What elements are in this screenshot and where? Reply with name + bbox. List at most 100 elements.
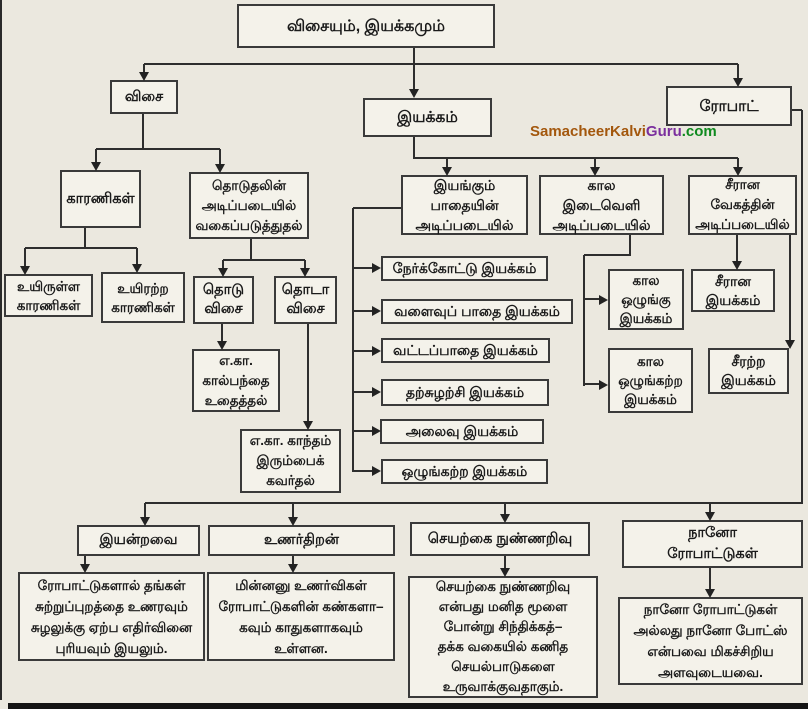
connector-line	[84, 556, 86, 565]
arrow-down-icon	[140, 517, 150, 526]
arrow-down-icon	[80, 564, 90, 573]
node-root-title: விசையும், இயக்கமும்	[237, 4, 495, 48]
watermark-part-2: Guru	[645, 123, 682, 140]
arrow-right-icon	[372, 346, 381, 356]
watermark-part-1: SamacheerKalvi	[530, 123, 646, 140]
node-random-motion: ஒழுங்கற்ற இயக்கம்	[381, 459, 548, 484]
connector-line	[504, 556, 506, 569]
connector-line	[352, 208, 354, 472]
arrow-right-icon	[599, 295, 608, 305]
connector-line	[353, 310, 374, 312]
connector-line	[594, 158, 596, 168]
connector-line	[584, 254, 630, 256]
connector-line	[144, 503, 146, 518]
connector-line	[504, 503, 506, 515]
connector-line	[304, 260, 306, 269]
connector-line	[353, 267, 374, 269]
connector-line	[353, 430, 374, 432]
connector-line	[353, 350, 374, 352]
arrow-down-icon	[733, 78, 743, 87]
node-rotational-motion: தற்சுழற்சி இயக்கம்	[381, 379, 549, 406]
node-sensitivity: உணர்திறன்	[208, 525, 395, 556]
connector-line	[789, 235, 791, 341]
node-nonperiodic-motion: கால ஒழுங்கற்ற இயக்கம்	[608, 348, 693, 413]
node-nano-robots: நானோ ரோபாட்டுகள்	[622, 520, 803, 568]
connector-line	[353, 470, 374, 472]
scan-edge-bottom	[8, 703, 808, 709]
connector-line	[413, 64, 415, 90]
desc-nano-robots: நானோ ரோபாட்டுகள் அல்லது நானோ போட்ஸ் என்ப…	[618, 597, 803, 685]
scan-edge-left	[0, 0, 2, 700]
node-uniform-speed-basis: சீரான வேகத்தின் அடிப்படையில்	[688, 175, 797, 235]
node-living-factors: உயிருள்ள காரணிகள்	[4, 274, 93, 317]
arrow-right-icon	[372, 426, 381, 436]
connector-line	[801, 110, 803, 504]
desc-artificial-intelligence: செயற்கை நுண்ணறிவு என்பது மனித மூளை போன்ற…	[408, 576, 598, 698]
desc-capabilities: ரோபாட்டுகளால் தங்கள் சுற்றுப்புறத்தை உணர…	[18, 572, 205, 661]
connector-line	[223, 259, 305, 261]
arrow-down-icon	[288, 564, 298, 573]
arrow-right-icon	[372, 306, 381, 316]
node-capabilities: இயன்றவை	[77, 525, 200, 556]
node-oscillatory-motion: அலைவு இயக்கம்	[380, 419, 544, 444]
arrow-down-icon	[785, 340, 795, 349]
connector-line	[292, 556, 294, 565]
connector-line	[222, 260, 224, 269]
arrow-down-icon	[91, 162, 101, 171]
connector-line	[584, 298, 601, 300]
node-linear-motion: நேர்க்கோட்டு இயக்கம்	[381, 256, 548, 281]
arrow-right-icon	[372, 263, 381, 273]
connector-line	[413, 48, 415, 64]
connector-line	[353, 391, 374, 393]
arrow-down-icon	[218, 268, 228, 277]
node-robot: ரோபாட்	[666, 86, 792, 126]
node-circular-motion: வட்டப்பாதை இயக்கம்	[381, 338, 550, 363]
connector-line	[446, 158, 448, 168]
connector-line	[84, 228, 86, 249]
connector-line	[629, 235, 631, 256]
node-time-interval-basis: கால இடைவெளி அடிப்படையில்	[539, 175, 664, 235]
arrow-down-icon	[288, 517, 298, 526]
node-uniform-motion: சீரான இயக்கம்	[691, 269, 775, 312]
arrow-down-icon	[500, 514, 510, 523]
node-example-kick: எ.கா. கால்பந்தை உதைத்தல்	[192, 349, 280, 412]
arrow-down-icon	[300, 268, 310, 277]
node-nonuniform-motion: சீரற்ற இயக்கம்	[708, 348, 789, 394]
arrow-down-icon	[500, 568, 510, 577]
node-periodic-motion: கால ஒழுங்கு இயக்கம்	[608, 269, 684, 330]
node-artificial-intelligence: செயற்கை நுண்ணறிவு	[410, 522, 590, 556]
arrow-down-icon	[215, 164, 225, 173]
connector-line	[219, 149, 221, 165]
connector-line	[95, 149, 97, 163]
arrow-down-icon	[409, 89, 419, 98]
connector-line	[307, 324, 309, 422]
connector-line	[250, 239, 252, 261]
arrow-down-icon	[590, 167, 600, 176]
connector-line	[583, 255, 585, 386]
arrow-down-icon	[705, 512, 715, 521]
node-example-magnet: எ.கா. காந்தம் இரும்பைக் கவர்தல்	[240, 429, 341, 493]
node-contact-force: தொடு விசை	[193, 276, 254, 324]
node-factors: காரணிகள்	[60, 170, 141, 228]
connector-line	[24, 248, 26, 267]
node-force: விசை	[110, 80, 178, 114]
node-nonliving-factors: உயிரற்ற காரணிகள்	[101, 272, 185, 323]
arrow-down-icon	[139, 72, 149, 81]
arrow-down-icon	[303, 421, 313, 430]
arrow-down-icon	[20, 266, 30, 275]
connector-line	[736, 235, 738, 262]
connector-line	[414, 157, 738, 159]
arrow-down-icon	[442, 167, 452, 176]
node-noncontact-force: தொடா விசை	[274, 276, 337, 324]
connector-line	[221, 324, 223, 342]
node-touch-classification: தொடுதலின் அடிப்படையில் வகைப்படுத்துதல்	[189, 172, 309, 239]
arrow-right-icon	[372, 387, 381, 397]
arrow-down-icon	[217, 341, 227, 350]
connector-line	[709, 503, 711, 513]
connector-line	[142, 114, 144, 149]
arrow-down-icon	[732, 261, 742, 270]
connector-line	[709, 568, 711, 590]
connector-line	[737, 64, 739, 79]
arrow-down-icon	[733, 167, 743, 176]
